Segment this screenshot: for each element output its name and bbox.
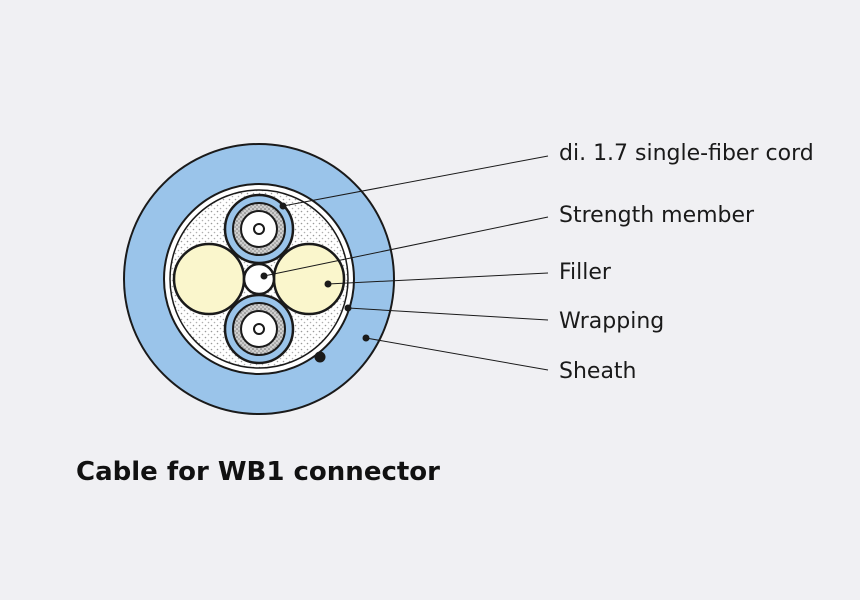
filler-left [172, 242, 246, 316]
leader-line-filler [327, 272, 549, 285]
leader-line-cord [282, 155, 549, 207]
label-single-fiber-cord: di. 1.7 single-fiber cord [559, 141, 814, 166]
leader-dot-strength [260, 272, 268, 280]
label-sheath: Sheath [559, 359, 637, 384]
filler-right [272, 242, 346, 316]
diagram-caption: Cable for WB1 connector [76, 457, 440, 487]
leader-dot-sheath [362, 334, 370, 342]
fiber-cord-bottom [223, 293, 295, 365]
leader-dot-filler [324, 280, 332, 288]
label-filler: Filler [559, 260, 611, 285]
leader-dot-wrapping [344, 304, 352, 312]
ripcord-dot [314, 351, 326, 363]
label-strength-member: Strength member [559, 203, 755, 228]
strength-member [242, 262, 276, 296]
leader-line-strength [263, 216, 549, 277]
label-wrapping: Wrapping [559, 309, 665, 334]
leader-dot-cord [279, 202, 287, 210]
fiber-cord-top [223, 193, 295, 265]
leader-line-sheath [365, 337, 549, 371]
leader-line-wrapping [347, 307, 549, 321]
